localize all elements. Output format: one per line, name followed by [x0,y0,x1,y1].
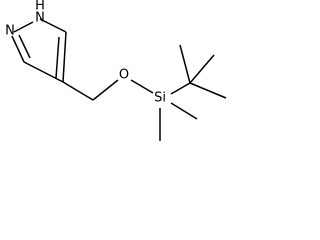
bond-c4-c3 [23,61,64,83]
bond-c3-n2-inner [18,34,31,59]
bond-c4-ch2 [62,81,94,101]
bond-cquat-methyl-right [189,82,227,99]
bond-n2-n1 [13,21,34,33]
bond-c5-c4 [62,31,67,83]
molecule-structure: H N N O Si [5,0,227,141]
atom-label-o: O [119,68,129,83]
bond-ch2-o [92,79,119,101]
bond-si-methyl-right [170,102,198,120]
bond-c5-c4-inner [55,36,60,79]
bond-n1-c5 [39,18,67,33]
atom-label-n2: N [5,24,15,39]
atom-label-si: Si [154,91,166,106]
bond-cquat-methyl-upright [189,54,215,84]
bond-si-cquat [170,82,191,95]
atom-label-n1: N [35,11,45,26]
bond-o-si [130,79,154,94]
bond-cquat-methyl-up [179,44,191,84]
atom-label-h: H [35,0,45,14]
bond-c3-n2 [11,35,25,63]
